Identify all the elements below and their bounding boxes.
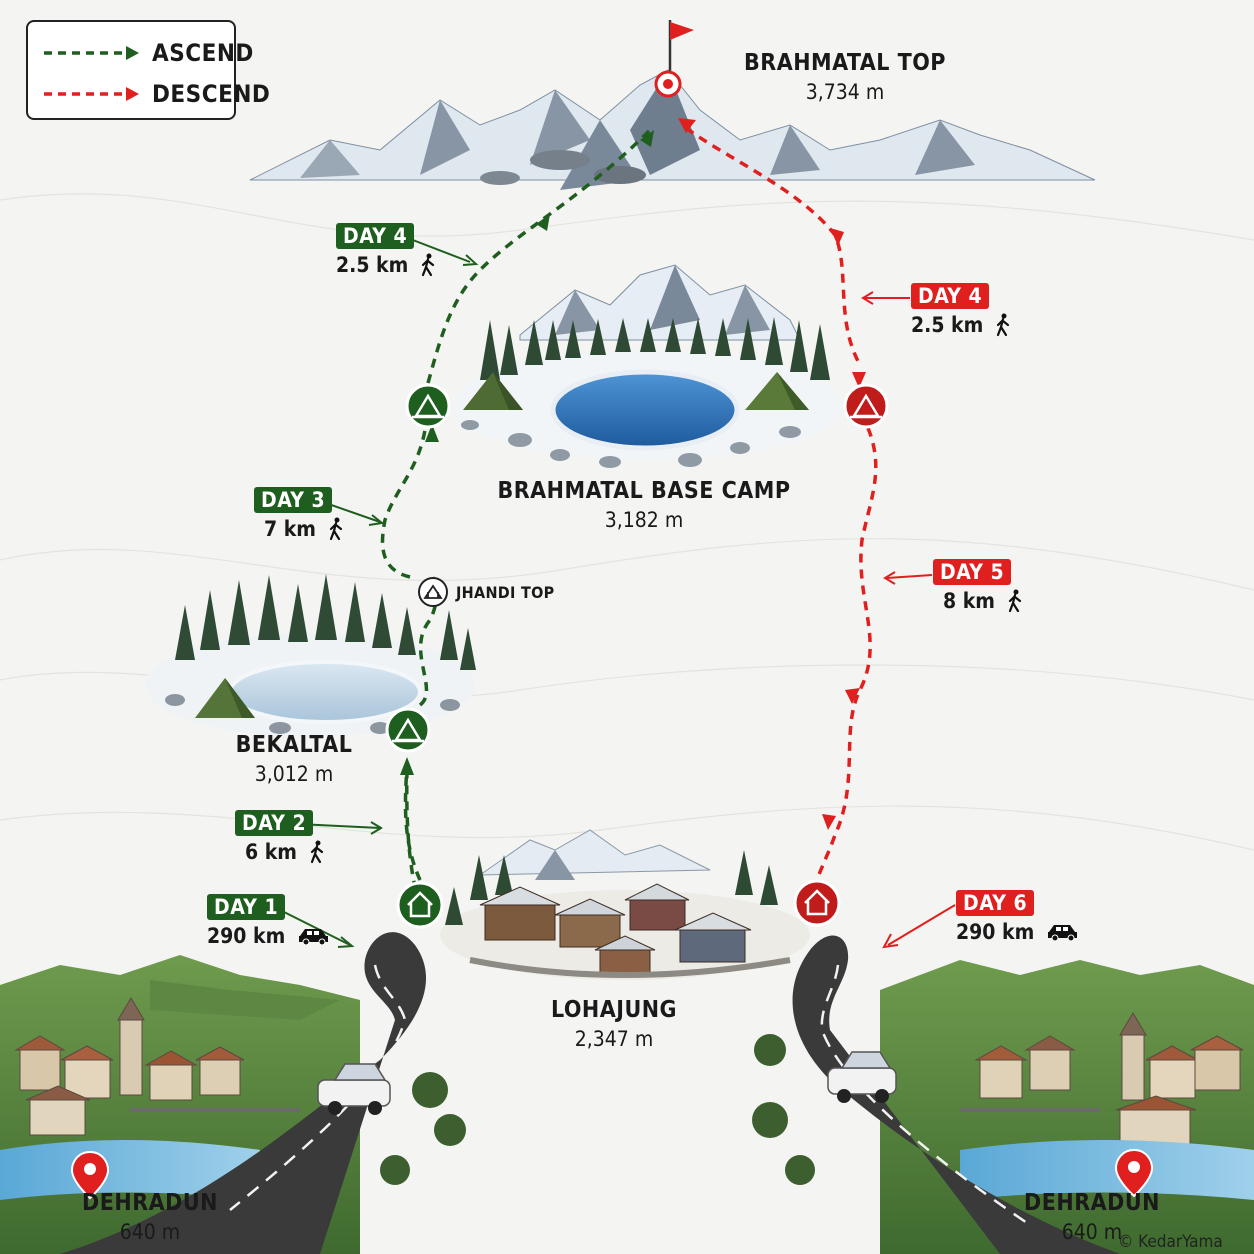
day-distance: 6 km — [235, 840, 325, 864]
place-dehradun-left: DEHRADUN 640 m — [82, 1190, 218, 1244]
place-brahmatal-top: BRAHMATAL TOP 3,734 m — [744, 50, 946, 104]
legend-descend: DESCEND — [42, 79, 270, 109]
summit-mountain-range — [249, 69, 1096, 190]
place-bekaltal: BEKALTAL 3,012 m — [236, 732, 353, 786]
viewpoint-icon — [418, 577, 448, 607]
descend-day-6: DAY 6 290 km — [956, 890, 1080, 944]
day-distance: 2.5 km — [336, 253, 436, 277]
route-arrowheads — [400, 118, 866, 830]
tent-icon — [405, 383, 451, 429]
distance-value: 2.5 km — [911, 313, 984, 337]
car-icon — [1048, 925, 1078, 942]
distance-value: 8 km — [943, 589, 995, 613]
place-name: DEHRADUN — [82, 1190, 218, 1216]
legend-ascend-label: ASCEND — [152, 39, 254, 67]
day-distance: 7 km — [254, 517, 344, 541]
hiker-icon — [329, 517, 343, 541]
car-icon — [299, 929, 329, 946]
day-badge: DAY 3 — [254, 487, 333, 513]
place-altitude: 3,182 m — [604, 508, 684, 532]
place-jhandi-top: JHANDI TOP — [456, 583, 555, 602]
distance-value: 290 km — [207, 924, 286, 948]
day-badge: DAY 4 — [336, 223, 415, 249]
place-dehradun-right: DEHRADUN 640 m — [1024, 1190, 1160, 1244]
place-base-camp: BRAHMATAL BASE CAMP 3,182 m — [497, 478, 790, 532]
car-right — [827, 1051, 897, 1103]
day-badge: DAY 5 — [933, 559, 1012, 585]
house-icon — [396, 881, 444, 929]
place-altitude: 640 m — [119, 1220, 181, 1244]
place-name: BRAHMATAL TOP — [744, 50, 946, 76]
tent-icon — [385, 707, 431, 753]
hiker-icon — [997, 313, 1010, 337]
ascend-day-4: DAY 4 2.5 km — [336, 223, 436, 277]
descend-day-4: DAY 4 2.5 km — [911, 283, 1011, 337]
distance-value: 6 km — [245, 840, 297, 864]
car-left — [317, 1063, 391, 1115]
base-camp-lake-scene — [453, 264, 843, 468]
place-altitude: 3,734 m — [805, 80, 885, 104]
dehradun-right-scene — [752, 935, 1254, 1254]
bekaltal-lake-scene — [145, 574, 476, 737]
place-lohajung: LOHAJUNG 2,347 m — [551, 997, 677, 1051]
place-altitude: 2,347 m — [574, 1027, 654, 1051]
day-distance: 290 km — [956, 920, 1080, 944]
copyright-text: © KedarYama — [1118, 1232, 1223, 1252]
legend-ascend: ASCEND — [42, 38, 254, 68]
ascend-route — [380, 128, 652, 881]
place-name: BRAHMATAL BASE CAMP — [497, 478, 791, 504]
hiker-icon — [422, 253, 435, 277]
hiker-icon — [1008, 589, 1022, 613]
place-altitude: 3,012 m — [254, 762, 334, 786]
label-pointers — [275, 236, 956, 949]
place-name: LOHAJUNG — [550, 997, 678, 1023]
legend-descend-label: DESCEND — [152, 80, 271, 108]
ascend-day-2: DAY 2 6 km — [235, 810, 325, 864]
location-pin-icon — [70, 1150, 110, 1200]
ascend-route-day1 — [405, 769, 422, 906]
ascend-day-1: DAY 1 290 km — [207, 894, 331, 948]
descend-line-sample — [44, 87, 139, 101]
house-icon — [793, 879, 841, 927]
distance-value: 290 km — [956, 920, 1035, 944]
day-badge: DAY 6 — [956, 890, 1035, 916]
day-distance: 8 km — [933, 589, 1023, 613]
location-pin-icon — [1114, 1148, 1154, 1198]
place-name: DEHRADUN — [1024, 1190, 1160, 1216]
day-badge: DAY 4 — [911, 283, 990, 309]
descend-day-5: DAY 5 8 km — [933, 559, 1023, 613]
tent-icon — [843, 383, 889, 429]
place-altitude: 640 m — [1061, 1220, 1123, 1244]
hiker-icon — [310, 840, 324, 864]
day-badge: DAY 1 — [207, 894, 286, 920]
day-distance: 290 km — [207, 924, 331, 948]
dehradun-left-scene — [0, 932, 466, 1254]
lohajung-village-scene — [440, 829, 810, 980]
day-distance: 2.5 km — [911, 313, 1011, 337]
place-name: BEKALTAL — [235, 732, 353, 758]
distance-value: 7 km — [264, 517, 316, 541]
day-badge: DAY 2 — [235, 810, 314, 836]
distance-value: 2.5 km — [336, 253, 409, 277]
summit-flag-icon — [654, 20, 694, 98]
legend: ASCEND DESCEND — [26, 20, 270, 120]
ascend-day-3: DAY 3 7 km — [254, 487, 344, 541]
ascend-line-sample — [44, 46, 139, 60]
